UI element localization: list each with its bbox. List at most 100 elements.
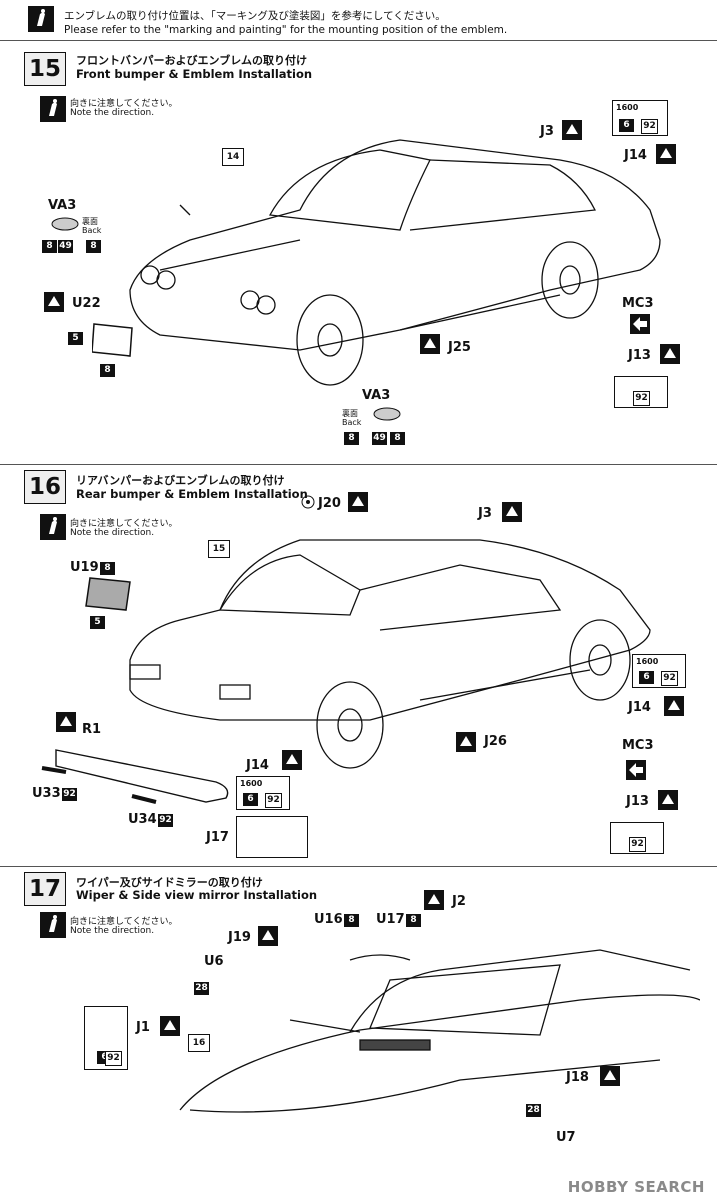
glue-drop-icon bbox=[420, 334, 440, 354]
color-92: 92 bbox=[641, 119, 658, 134]
step-title-jp: ワイパー及びサイドミラーの取り付け bbox=[76, 876, 263, 889]
part-j19: J19 bbox=[228, 930, 251, 945]
part-j3: J3 bbox=[540, 124, 554, 139]
glue-drop-icon bbox=[282, 750, 302, 770]
color-5: 5 bbox=[68, 332, 83, 345]
color-8: 8 bbox=[42, 240, 57, 253]
emblem-text: 1600 bbox=[636, 657, 659, 666]
wheel-icon bbox=[301, 495, 315, 509]
step-number: 15 bbox=[24, 52, 66, 86]
color-6: 6 bbox=[619, 119, 634, 132]
note-hand-icon bbox=[28, 6, 54, 32]
part-u6: U6 bbox=[204, 954, 224, 969]
part-u16: U16 bbox=[314, 912, 343, 927]
color-92: 92 bbox=[661, 671, 678, 686]
color-8: 8 bbox=[344, 432, 359, 445]
back-label-en: Back bbox=[82, 226, 102, 235]
color-49: 49 bbox=[372, 432, 387, 445]
step-number: 16 bbox=[24, 470, 66, 504]
part-j2: J2 bbox=[452, 894, 466, 909]
back-label-jp: 裏面 bbox=[82, 217, 98, 226]
glue-drop-icon bbox=[348, 492, 368, 512]
color-92: 92 bbox=[265, 793, 282, 808]
color-8: 8 bbox=[344, 914, 359, 927]
part-j14: J14 bbox=[246, 758, 269, 773]
part-j13: J13 bbox=[626, 794, 649, 809]
part-va3: VA3 bbox=[48, 198, 77, 213]
part-number-15: 15 bbox=[208, 540, 230, 558]
section-divider bbox=[0, 866, 717, 867]
note-en: Note the direction. bbox=[70, 108, 155, 118]
step-title-en: Rear bumper & Emblem Installation bbox=[76, 487, 308, 501]
note-en: Note the direction. bbox=[70, 926, 155, 936]
part-u33: U33 bbox=[32, 786, 61, 801]
emblem-reference-box: 6 92 bbox=[84, 1006, 128, 1070]
rear-bumper-part bbox=[41, 749, 229, 804]
glue-drop-icon bbox=[658, 790, 678, 810]
glue-drop-icon bbox=[160, 1016, 180, 1036]
color-92: 92 bbox=[633, 391, 650, 406]
part-number-14: 14 bbox=[222, 148, 244, 166]
color-92: 92 bbox=[629, 837, 646, 852]
part-u34: U34 bbox=[128, 812, 157, 827]
watermark: HOBBY SEARCH bbox=[567, 1178, 705, 1196]
color-92: 92 bbox=[158, 814, 173, 827]
part-number-16: 16 bbox=[188, 1034, 210, 1052]
license-plate-part bbox=[92, 323, 133, 357]
part-j13: J13 bbox=[628, 348, 651, 363]
emblem-text: 1600 bbox=[616, 103, 639, 112]
emblem-reference-box: 92 bbox=[610, 822, 664, 854]
glue-drop-icon bbox=[44, 292, 64, 312]
emblem-reference-box: 1600 6 92 bbox=[632, 654, 686, 688]
part-j20: J20 bbox=[318, 496, 341, 511]
note-hand-icon bbox=[40, 912, 66, 938]
glue-drop-icon bbox=[56, 712, 76, 732]
color-6: 6 bbox=[243, 793, 258, 806]
step-title-jp: リアバンパーおよびエンブレムの取り付け bbox=[76, 474, 285, 487]
emblem-shape-icon bbox=[51, 217, 79, 231]
arrow-icon bbox=[630, 314, 650, 334]
glue-drop-icon bbox=[502, 502, 522, 522]
top-note-jp: エンブレムの取り付け位置は、「マーキング及び塗装図」を参考にしてください。 bbox=[64, 10, 446, 22]
emblem-reference-box: 92 bbox=[614, 376, 668, 408]
color-8: 8 bbox=[406, 914, 421, 927]
color-28: 28 bbox=[194, 982, 209, 995]
note-hand-icon bbox=[40, 96, 66, 122]
part-mc3: MC3 bbox=[622, 296, 654, 311]
back-label-jp: 裏面 bbox=[342, 409, 358, 418]
section-divider bbox=[0, 464, 717, 465]
part-j17: J17 bbox=[206, 830, 229, 845]
glue-drop-icon bbox=[664, 696, 684, 716]
note-jp: 向きに注意してください。 bbox=[70, 917, 178, 927]
color-28: 28 bbox=[526, 1104, 541, 1117]
glue-drop-icon bbox=[562, 120, 582, 140]
part-va3: VA3 bbox=[362, 388, 391, 403]
color-8: 8 bbox=[100, 562, 115, 575]
top-note-en: Please refer to the "marking and paintin… bbox=[64, 24, 508, 36]
step-number: 17 bbox=[24, 872, 66, 906]
part-j25: J25 bbox=[448, 340, 471, 355]
glue-drop-icon bbox=[656, 144, 676, 164]
color-6: 6 bbox=[639, 671, 654, 684]
part-u17: U17 bbox=[376, 912, 405, 927]
part-r1: R1 bbox=[82, 722, 102, 737]
part-mc3: MC3 bbox=[622, 738, 654, 753]
note-hand-icon bbox=[40, 514, 66, 540]
color-5: 5 bbox=[90, 616, 105, 629]
windshield-car-illustration bbox=[179, 949, 700, 1113]
note-jp: 向きに注意してください。 bbox=[70, 99, 178, 109]
rear-car-illustration bbox=[129, 539, 651, 769]
note-jp: 向きに注意してください。 bbox=[70, 519, 178, 529]
emblem-reference-box: 1600 6 92 bbox=[612, 100, 668, 136]
color-92: 92 bbox=[62, 788, 77, 801]
part-j14: J14 bbox=[624, 148, 647, 163]
step-title-en: Front bumper & Emblem Installation bbox=[76, 67, 313, 81]
part-u22: U22 bbox=[72, 296, 101, 311]
color-8: 8 bbox=[86, 240, 101, 253]
front-car-illustration bbox=[129, 139, 661, 386]
emblem-text: 1600 bbox=[240, 779, 263, 788]
color-8: 8 bbox=[100, 364, 115, 377]
glue-drop-icon bbox=[456, 732, 476, 752]
color-49: 49 bbox=[58, 240, 73, 253]
glue-drop-icon bbox=[660, 344, 680, 364]
